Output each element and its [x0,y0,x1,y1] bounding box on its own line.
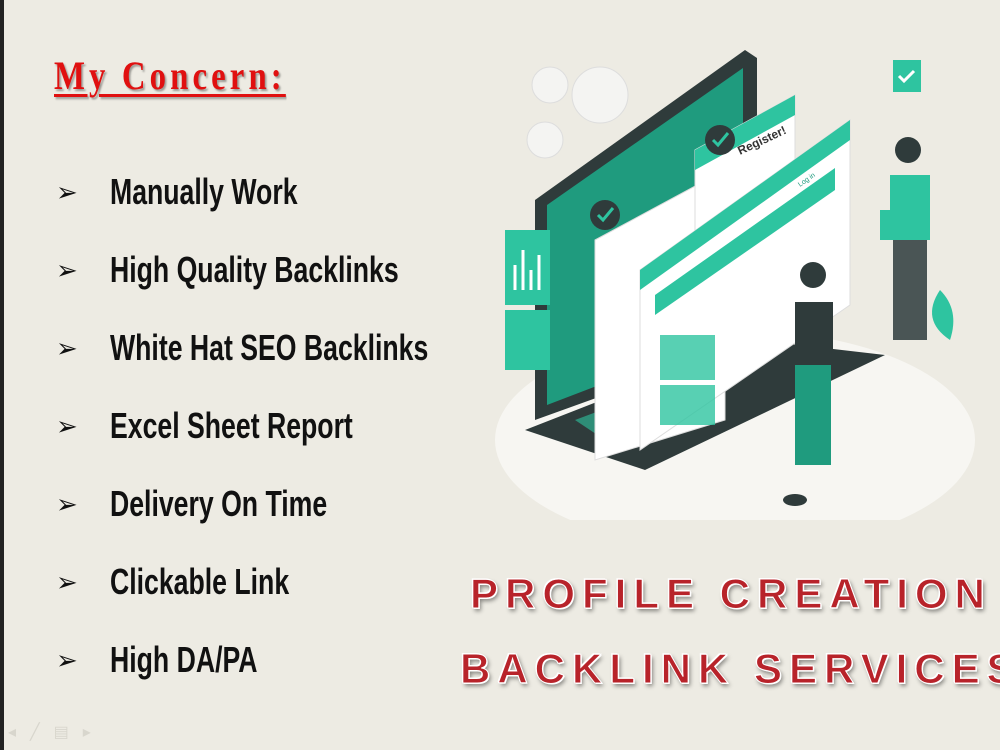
list-item: ➢ Excel Sheet Report [56,406,540,484]
list-item: ➢ High Quality Backlinks [56,250,540,328]
progress-card [505,310,550,370]
list-item: ➢ Clickable Link [56,562,540,640]
feature-label: Clickable Link [110,561,290,602]
gears-icon [526,66,629,159]
menu-icon[interactable]: ▤ [53,724,69,741]
arrow-bullet-icon: ➢ [56,255,78,285]
arrow-bullet-icon: ➢ [56,333,78,363]
chart-card [505,230,550,305]
feature-label: Delivery On Time [110,483,328,524]
clipboard [880,210,902,240]
list-item: ➢ Delivery On Time [56,484,540,562]
check-badge-icon [590,200,620,230]
arrow-bullet-icon: ➢ [56,489,78,519]
left-border [0,0,4,750]
image-placeholder [660,335,715,380]
feature-label: High DA/PA [110,639,258,680]
plant-icon [932,290,954,340]
check-badge-icon [705,125,735,155]
seo-illustration: Register! Log in [495,50,975,520]
person-back [880,137,930,340]
banner-line-2: BACKLINK SERVICES [460,645,1000,693]
arrow-bullet-icon: ➢ [56,567,78,597]
feature-list: ➢ Manually Work ➢ High Quality Backlinks ➢… [56,172,540,718]
list-item: ➢ High DA/PA [56,640,540,718]
arrow-bullet-icon: ➢ [56,411,78,441]
list-item: ➢ White Hat SEO Backlinks [56,328,540,406]
feature-label: White Hat SEO Backlinks [110,327,429,368]
feature-label: High Quality Backlinks [110,249,399,290]
person-front [783,262,833,506]
image-placeholder [660,385,715,425]
list-item: ➢ Manually Work [56,172,540,250]
arrow-bullet-icon: ➢ [56,177,78,207]
arrow-bullet-icon: ➢ [56,645,78,675]
feature-label: Manually Work [110,171,298,212]
page-title: My Concern: [54,53,286,98]
slideshow-controls: ◂ ╱ ▤ ▸ [8,722,91,742]
pen-icon[interactable]: ╱ [30,724,40,741]
prev-icon[interactable]: ◂ [8,724,17,741]
next-icon[interactable]: ▸ [82,724,91,741]
feature-label: Excel Sheet Report [110,405,353,446]
banner-line-1: PROFILE CREATION [470,570,992,618]
